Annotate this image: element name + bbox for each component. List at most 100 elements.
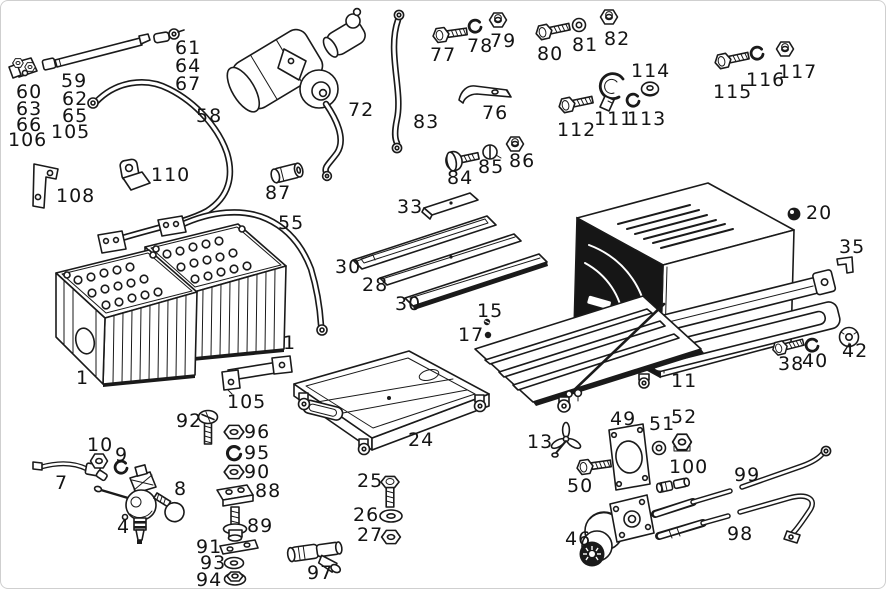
- part-89-stud: [222, 506, 248, 542]
- part-label-90: 90: [244, 461, 271, 483]
- part-label-9: 9: [115, 444, 129, 466]
- part-label-115: 115: [713, 81, 753, 103]
- part-110-clamp: [119, 158, 151, 191]
- part-label-7: 7: [55, 472, 69, 494]
- part-20-grommet: [787, 207, 801, 221]
- part-label-38: 38: [778, 353, 805, 375]
- part-108-bracket: [32, 163, 59, 209]
- part-35-clip: [836, 256, 854, 274]
- part-61-pin: [153, 28, 185, 44]
- part-label-82: 82: [604, 28, 631, 50]
- part-33-pad: [421, 192, 479, 220]
- part-label-60: 60: [16, 81, 43, 103]
- part-label-83: 83: [413, 111, 440, 133]
- part-label-112: 112: [557, 119, 597, 141]
- part-label-105: 105: [227, 391, 267, 413]
- part-15-screw: [483, 318, 491, 326]
- part-label-24: 24: [408, 429, 435, 451]
- part-86-nut: [505, 136, 525, 152]
- part-label-79: 79: [490, 30, 517, 52]
- part-label-105: 105: [51, 121, 91, 143]
- part-label-52: 52: [671, 406, 698, 428]
- part-82-nut: [599, 9, 619, 25]
- part-label-63: 63: [16, 98, 43, 120]
- part-25-bolt: [380, 475, 400, 508]
- part-label-91: 91: [196, 536, 223, 558]
- part-label-59: 59: [61, 70, 88, 92]
- part-label-28: 28: [362, 274, 389, 296]
- part-105-terminal-bridge: [221, 355, 293, 395]
- part-label-49: 49: [610, 408, 637, 430]
- part-label-96: 96: [244, 421, 271, 443]
- part-label-100: 100: [669, 456, 709, 478]
- part-label-55: 55: [278, 212, 305, 234]
- part-label-106: 106: [8, 129, 48, 151]
- part-label-114: 114: [631, 60, 671, 82]
- part-label-84: 84: [447, 167, 474, 189]
- part-label-58: 58: [196, 105, 223, 127]
- part-79-nut: [488, 12, 508, 28]
- part-label-51: 51: [649, 413, 676, 435]
- part-label-30: 30: [335, 256, 362, 278]
- part-label-93: 93: [200, 552, 227, 574]
- part-60-terminal-clamp: [8, 57, 38, 79]
- part-49-gasket: [608, 423, 651, 491]
- part-label-94: 94: [196, 569, 223, 589]
- part-label-117: 117: [778, 61, 818, 83]
- part-label-78: 78: [467, 35, 494, 57]
- part-label-1: 1: [76, 367, 90, 389]
- part-label-116: 116: [746, 69, 786, 91]
- part-98-cable: [655, 493, 815, 544]
- part-label-10: 10: [87, 434, 114, 456]
- part-label-62: 62: [62, 88, 89, 110]
- part-8-bolt: [153, 492, 185, 523]
- part-label-4: 4: [117, 516, 131, 538]
- part-59-support-rod: [41, 33, 151, 71]
- part-label-61: 61: [175, 37, 202, 59]
- part-83-cable: [390, 9, 405, 154]
- part-label-1: 1: [283, 332, 297, 354]
- part-11-battery-box: [474, 182, 841, 413]
- part-26-washer: [379, 509, 403, 523]
- part-30-pad-upper: [352, 215, 497, 270]
- part-114-washer: [640, 81, 660, 97]
- part-label-108: 108: [56, 185, 96, 207]
- part-label-99: 99: [734, 464, 761, 486]
- part-85-screw: [482, 144, 502, 160]
- part-7-pipe: [32, 461, 108, 482]
- part-label-13: 13: [527, 431, 554, 453]
- part-17-screw: [484, 331, 492, 339]
- part-label-25: 25: [357, 470, 384, 492]
- part-label-72: 72: [348, 99, 375, 121]
- part-4-valve: [93, 464, 157, 544]
- part-24-battery-tray: [293, 350, 490, 456]
- part-label-17: 17: [458, 324, 485, 346]
- part-label-81: 81: [572, 34, 599, 56]
- part-label-86: 86: [509, 150, 536, 172]
- part-label-66: 66: [16, 114, 43, 136]
- part-88-block: [216, 484, 254, 507]
- part-84-screw: [445, 150, 480, 172]
- part-label-8: 8: [174, 478, 188, 500]
- box-support-rod: [565, 302, 666, 398]
- part-111-clip: [598, 72, 625, 112]
- part-72-starter-motor: [226, 7, 366, 182]
- part-label-97: 97: [307, 562, 334, 584]
- part-label-98: 98: [727, 523, 754, 545]
- part-93-washer: [223, 556, 245, 570]
- part-117-nut: [775, 41, 795, 57]
- part-46-switch: [579, 494, 655, 567]
- part-label-110: 110: [151, 164, 191, 186]
- part-label-85: 85: [478, 156, 505, 178]
- part-28-pad: [379, 233, 522, 286]
- part-label-76: 76: [482, 102, 509, 124]
- part-label-111: 111: [594, 108, 634, 130]
- part-label-30: 30: [395, 293, 422, 315]
- part-label-20: 20: [806, 202, 833, 224]
- part-label-26: 26: [353, 504, 380, 526]
- part-76-clamp: [458, 85, 512, 104]
- part-label-35: 35: [839, 236, 866, 258]
- part-label-95: 95: [244, 442, 271, 464]
